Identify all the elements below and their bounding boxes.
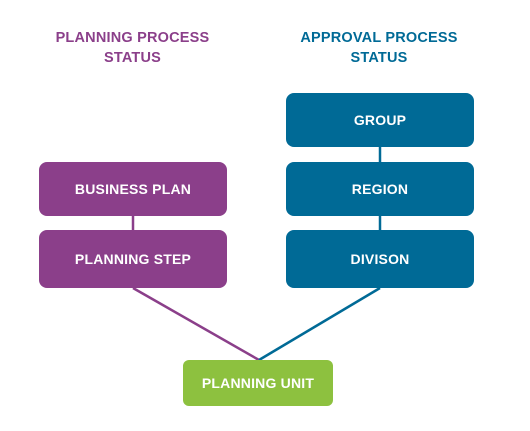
approval-process-heading: APPROVAL PROCESS STATUS xyxy=(285,28,473,68)
node-group: GROUP xyxy=(286,93,474,147)
node-region: REGION xyxy=(286,162,474,216)
connector-step-to-unit xyxy=(132,286,260,362)
planning-heading-line-1: PLANNING PROCESS xyxy=(55,30,210,46)
node-division: DIVISON xyxy=(286,230,474,288)
node-planning-step: PLANNING STEP xyxy=(39,230,227,288)
planning-heading-line-2: STATUS xyxy=(103,50,162,66)
connector-division-to-unit xyxy=(258,286,381,362)
node-business-plan: BUSINESS PLAN xyxy=(39,162,227,216)
node-planning-unit: PLANNING UNIT xyxy=(183,360,333,406)
approval-heading-line-2: STATUS xyxy=(350,50,408,66)
approval-heading-line-1: APPROVAL PROCESS xyxy=(300,30,458,46)
planning-process-heading: PLANNING PROCESS STATUS xyxy=(40,28,225,68)
